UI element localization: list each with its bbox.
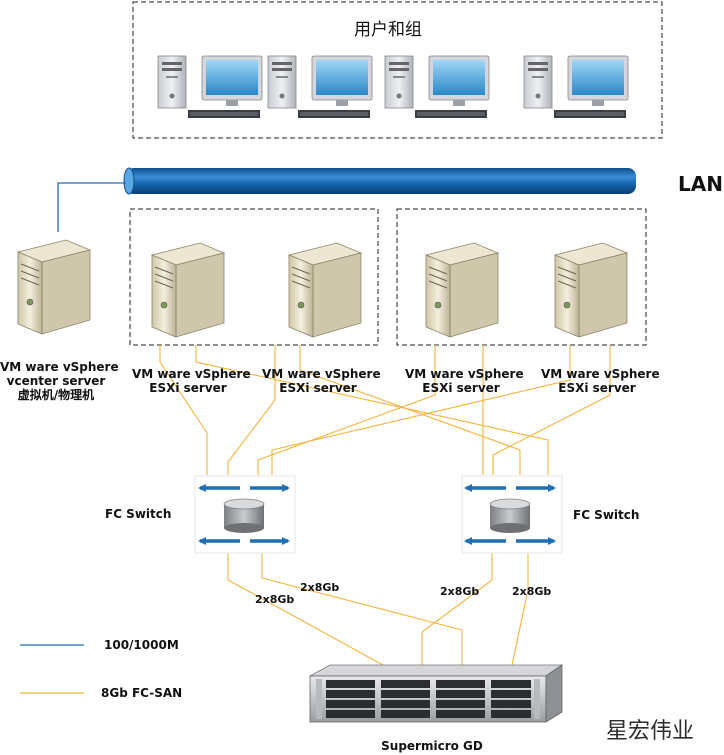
fc-san-links (159, 345, 611, 666)
esxi-server-label: VM ware vSphere ESXi server (262, 367, 381, 395)
vcenter-lan-link (57, 182, 126, 232)
users-group-title: 用户和组 (354, 20, 422, 40)
vcenter-label-line3: 虚拟机/物理机 (17, 388, 95, 402)
legend-fc-san-label: 8Gb FC-SAN (101, 686, 183, 700)
link-capacity-label: 2x8Gb (512, 585, 552, 598)
user-pc-icon (267, 55, 373, 119)
watermark-text: 星宏伟业 (606, 719, 695, 744)
esxi-label-line1: VM ware vSphere (541, 367, 660, 381)
user-pc-icon (157, 55, 263, 119)
fc-switch-icon (461, 475, 563, 554)
esxi-label-line1: VM ware vSphere (132, 367, 251, 381)
esxi-label-line2: ESXi server (149, 381, 227, 395)
esxi-label-line2: ESXi server (558, 381, 636, 395)
esxi-server-label: VM ware vSphere ESXi server (132, 367, 251, 395)
esxi-label-line1: VM ware vSphere (405, 367, 524, 381)
esxi-server-icon (151, 242, 225, 338)
esxi-label-line1: VM ware vSphere (262, 367, 381, 381)
fc-switch-icon (194, 475, 296, 554)
esxi-cluster-box-left (129, 208, 379, 346)
esxi-server-icon (425, 242, 499, 338)
storage-enclosure-icon (309, 664, 564, 723)
users-group-box (132, 1, 663, 139)
vcenter-label-line2: vcenter server (6, 374, 106, 388)
lan-pipe (123, 167, 636, 195)
esxi-label-line2: ESXi server (279, 381, 357, 395)
link-capacity-label: 2x8Gb (255, 593, 295, 606)
esxi-server-icon (288, 242, 362, 338)
user-pc-icon (384, 55, 490, 119)
vcenter-label: VM ware vSphere vcenter server 虚拟机/物理机 (0, 360, 119, 402)
legend-ethernet-label: 100/1000M (104, 638, 179, 652)
esxi-server-label: VM ware vSphere ESXi server (405, 367, 524, 395)
link-capacity-label: 2x8Gb (440, 585, 480, 598)
vcenter-label-line1: VM ware vSphere (0, 360, 119, 374)
fc-switch-label: FC Switch (573, 508, 640, 522)
fc-switch-label: FC Switch (105, 507, 172, 521)
esxi-server-icon (554, 242, 628, 338)
esxi-cluster-box-right (396, 208, 647, 346)
link-capacity-label: 2x8Gb (300, 581, 340, 594)
lan-label: LAN (678, 172, 723, 196)
esxi-label-line2: ESXi server (422, 381, 500, 395)
esxi-server-label: VM ware vSphere ESXi server (541, 367, 660, 395)
user-pc-icon (523, 55, 629, 119)
storage-label: Supermicro GD (381, 739, 483, 753)
vcenter-server-icon (17, 239, 91, 335)
